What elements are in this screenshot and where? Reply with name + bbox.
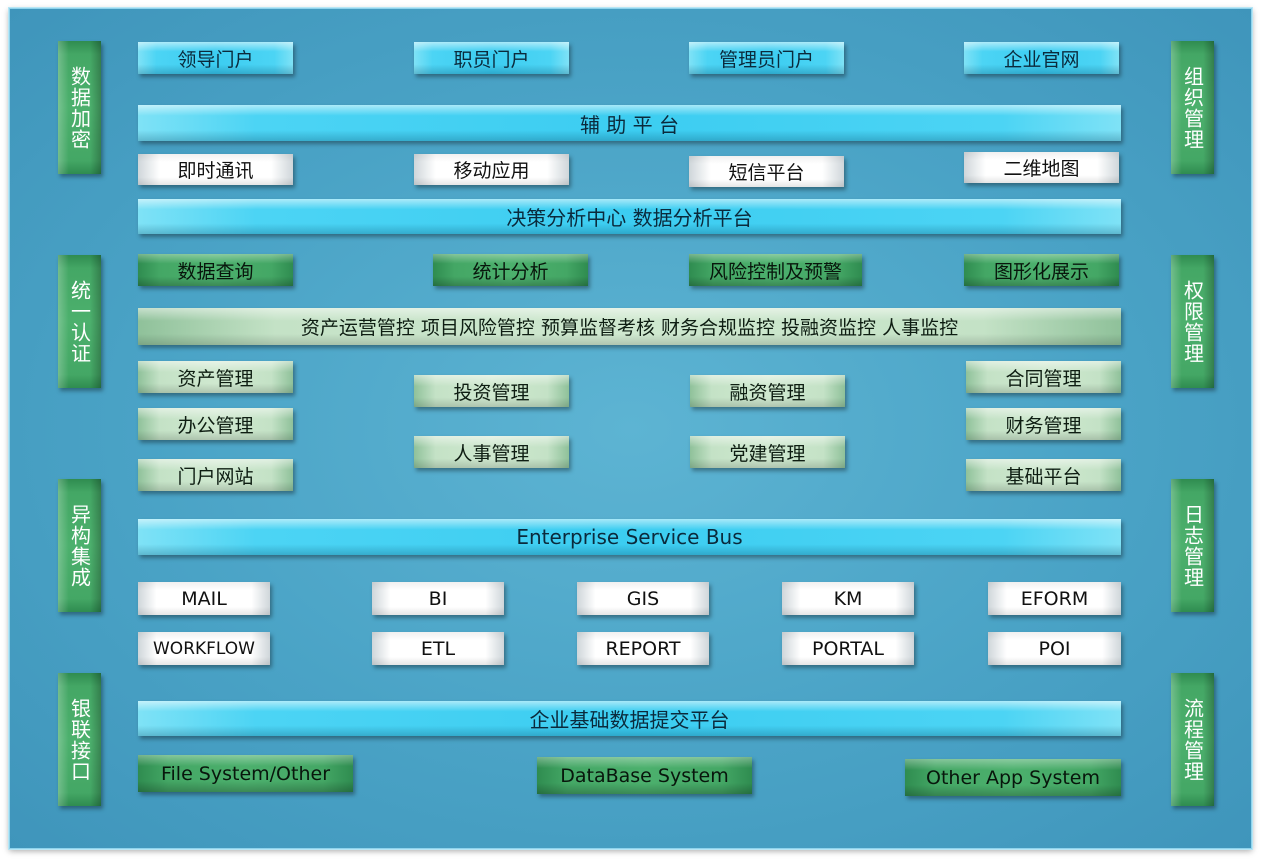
side-label-log-management: 日志管理 bbox=[1171, 479, 1214, 612]
aux-platform-bar: 辅 助 平 台 bbox=[138, 105, 1121, 141]
service-workflow: WORKFLOW bbox=[138, 632, 270, 665]
mgmt-contract: 合同管理 bbox=[966, 361, 1121, 393]
analysis-graphics: 图形化展示 bbox=[964, 254, 1119, 286]
data-submit-bar: 企业基础数据提交平台 bbox=[138, 701, 1121, 736]
aux-item-mobile: 移动应用 bbox=[414, 154, 569, 185]
analysis-statistics: 统计分析 bbox=[433, 254, 588, 286]
service-report: REPORT bbox=[577, 632, 709, 665]
mgmt-hr: 人事管理 bbox=[414, 436, 569, 468]
side-label-unified-auth: 统一认证 bbox=[58, 255, 101, 388]
portal-staff: 职员门户 bbox=[414, 42, 569, 74]
analysis-data-query: 数据查询 bbox=[138, 254, 293, 286]
aux-item-sms: 短信平台 bbox=[689, 156, 844, 187]
mgmt-assets: 资产管理 bbox=[138, 361, 293, 393]
mgmt-office: 办公管理 bbox=[138, 408, 293, 440]
mgmt-finance: 财务管理 bbox=[966, 408, 1121, 440]
mgmt-financing: 融资管理 bbox=[690, 375, 845, 407]
service-mail: MAIL bbox=[138, 582, 270, 615]
portal-leader: 领导门户 bbox=[138, 42, 293, 74]
mgmt-investment: 投资管理 bbox=[414, 375, 569, 407]
system-other-app: Other App System bbox=[905, 759, 1121, 796]
service-eform: EFORM bbox=[988, 582, 1121, 615]
side-label-heterogeneous-integration: 异构集成 bbox=[58, 479, 101, 612]
service-km: KM bbox=[782, 582, 914, 615]
side-label-data-encryption: 数据加密 bbox=[58, 41, 101, 174]
portal-admin: 管理员门户 bbox=[689, 42, 844, 74]
system-database: DataBase System bbox=[537, 757, 752, 794]
monitoring-bar: 资产运营管控 项目风险管控 预算监督考核 财务合规监控 投融资监控 人事监控 bbox=[138, 308, 1121, 345]
portal-corporate-site: 企业官网 bbox=[964, 42, 1119, 74]
side-label-process-management: 流程管理 bbox=[1171, 673, 1214, 806]
side-label-org-management: 组织管理 bbox=[1171, 41, 1214, 174]
aux-item-map: 二维地图 bbox=[964, 152, 1119, 183]
mgmt-party-building: 党建管理 bbox=[690, 436, 845, 468]
mgmt-base-platform: 基础平台 bbox=[966, 459, 1121, 491]
service-poi: POI bbox=[988, 632, 1121, 665]
mgmt-portal-site: 门户网站 bbox=[138, 459, 293, 491]
side-label-permission-management: 权限管理 bbox=[1171, 255, 1214, 388]
esb-bar: Enterprise Service Bus bbox=[138, 519, 1121, 555]
service-etl: ETL bbox=[372, 632, 504, 665]
service-gis: GIS bbox=[577, 582, 709, 615]
side-label-unionpay-interface: 银联接口 bbox=[58, 673, 101, 806]
system-file: File System/Other bbox=[138, 755, 353, 792]
service-bi: BI bbox=[372, 582, 504, 615]
service-portal: PORTAL bbox=[782, 632, 914, 665]
aux-item-im: 即时通讯 bbox=[138, 154, 293, 185]
analysis-risk-control: 风险控制及预警 bbox=[689, 254, 862, 286]
architecture-diagram: 数据加密 统一认证 异构集成 银联接口 组织管理 权限管理 日志管理 流程管理 … bbox=[9, 8, 1252, 849]
decision-center-bar: 决策分析中心 数据分析平台 bbox=[138, 199, 1121, 234]
